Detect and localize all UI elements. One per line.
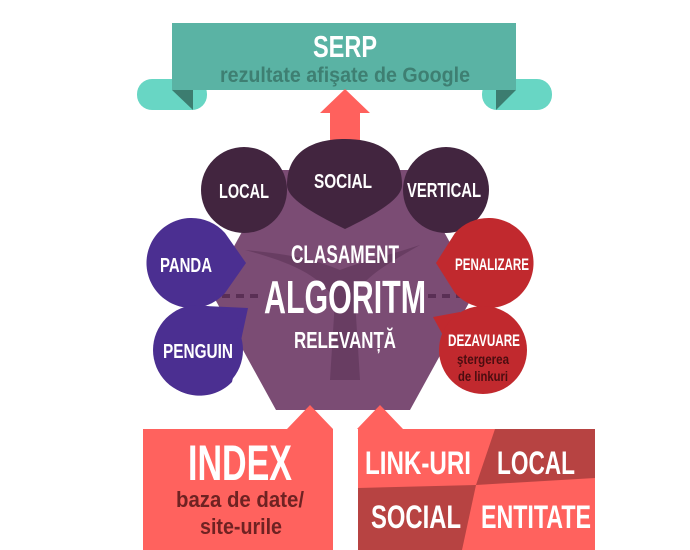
signals-local-cell bbox=[476, 429, 595, 485]
penalizare-bubble bbox=[436, 217, 534, 308]
dezavuare-sub1: ştergerea bbox=[457, 351, 509, 367]
social-bubble bbox=[287, 139, 402, 229]
serp-title: SERP bbox=[313, 29, 377, 64]
index-line2: site-urile bbox=[200, 514, 282, 539]
dezavuare-sub2: de linkuri bbox=[458, 368, 508, 384]
panda-bubble bbox=[146, 217, 246, 308]
panda-label: PANDA bbox=[160, 255, 212, 277]
signals-social-cell bbox=[358, 485, 476, 550]
banner-body bbox=[172, 23, 516, 90]
algoritm-label: ALGORITM bbox=[264, 271, 426, 323]
penguin-circle bbox=[153, 305, 243, 395]
local-signal-label: LOCAL bbox=[497, 445, 575, 481]
social-label: SOCIAL bbox=[314, 171, 372, 193]
serp-banner: SERP rezultate afişate de Google bbox=[137, 23, 552, 110]
entity-label: ENTITATE bbox=[481, 499, 591, 535]
links-label: LINK-URI bbox=[365, 445, 471, 481]
local-bubble bbox=[201, 147, 287, 233]
dezavuare-label: DEZAVUARE bbox=[448, 331, 520, 350]
penguin-label: PENGUIN bbox=[163, 341, 233, 363]
index-line1: baza de date/ bbox=[176, 487, 304, 512]
penalizare-label: PENALIZARE bbox=[455, 255, 529, 274]
index-box bbox=[143, 405, 333, 550]
hummingbird-watermark bbox=[245, 245, 420, 380]
dezavuare-bubble bbox=[439, 306, 527, 394]
vertical-label: VERTICAL bbox=[407, 180, 481, 202]
relevanta-label: RELEVANȚĂ bbox=[294, 326, 396, 353]
social-signal-label: SOCIAL bbox=[371, 499, 461, 535]
banner-right-fold bbox=[496, 90, 516, 110]
arrow-up-icon bbox=[320, 89, 370, 142]
index-title: INDEX bbox=[188, 435, 292, 491]
banner-left-fold bbox=[172, 90, 193, 110]
vertical-bubble bbox=[403, 147, 489, 233]
serp-subtitle: rezultate afişate de Google bbox=[220, 64, 470, 87]
clasament-label: CLASAMENT bbox=[291, 241, 399, 269]
local-label: LOCAL bbox=[219, 181, 269, 203]
